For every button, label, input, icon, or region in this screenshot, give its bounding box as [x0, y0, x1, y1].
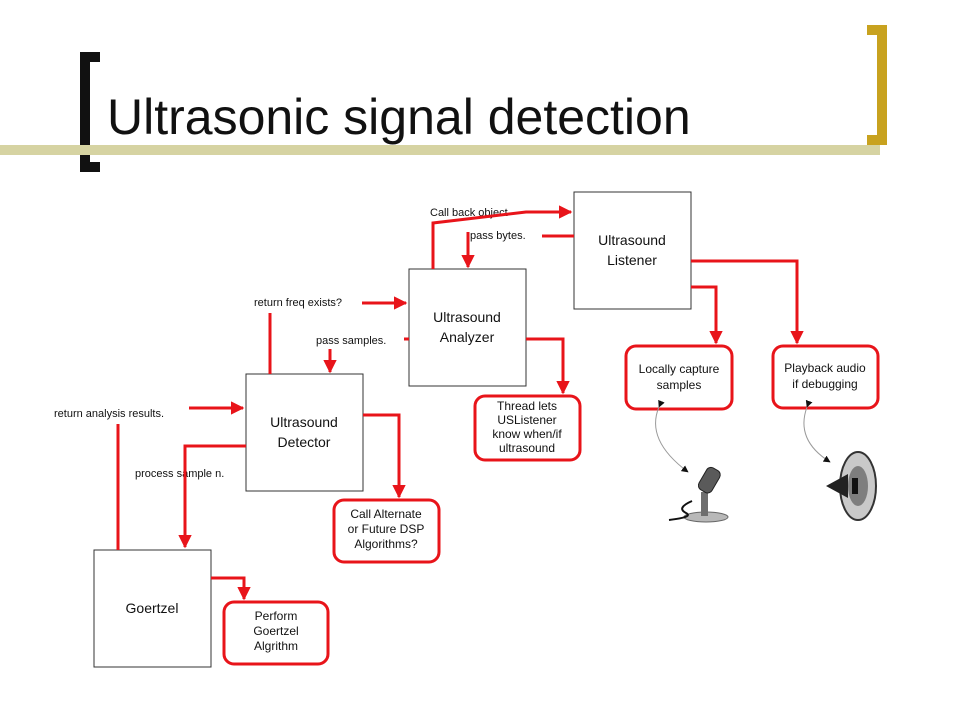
analyzer-box: Ultrasound Analyzer — [408, 268, 527, 387]
detector-box-line1: Ultrasound — [270, 414, 338, 430]
thread-note-line1: Thread lets — [497, 399, 557, 413]
dsp-note-line1: Call Alternate — [350, 507, 422, 521]
capture-mic-connector — [655, 399, 689, 473]
return-freq-arrow — [268, 303, 406, 374]
perform-note-line2: Goertzel — [253, 624, 298, 638]
title-bracket-right — [867, 25, 887, 145]
listener-box-line1: Ultrasound — [598, 232, 666, 248]
perform-note-line3: Algrithm — [254, 639, 298, 653]
title-bracket-left — [80, 52, 100, 172]
thread-note-line2: USListener — [497, 413, 556, 427]
title-rule — [0, 145, 880, 155]
thread-note-line3: know when/if — [492, 427, 562, 441]
dsp-note-line2: or Future DSP — [348, 522, 425, 536]
process-sample-label: process sample n. — [135, 468, 224, 480]
capture-note: Locally capture samples — [624, 344, 734, 411]
playback-note-line1: Playback audio — [784, 361, 866, 375]
detector-box-line2: Detector — [278, 434, 331, 450]
listener-box: Ultrasound Listener — [573, 191, 692, 310]
slide-title: Ultrasonic signal detection — [107, 89, 691, 145]
callback-label: Call back object — [430, 207, 508, 219]
goertzel-box: Goertzel — [93, 549, 212, 668]
capture-note-line1: Locally capture — [639, 362, 720, 376]
goertzel-to-perform-arrow — [211, 576, 251, 601]
listener-box-line2: Listener — [607, 252, 657, 268]
dsp-note-line3: Algorithms? — [354, 537, 418, 551]
playback-speaker-connector — [803, 399, 831, 463]
perform-note-line1: Perform — [255, 609, 298, 623]
analyzer-box-line2: Analyzer — [440, 329, 495, 345]
return-analysis-arrow — [116, 408, 243, 550]
detector-box: Ultrasound Detector — [245, 373, 364, 492]
analyzer-box-line1: Ultrasound — [433, 309, 501, 325]
perform-note: Perform Goertzel Algrithm — [222, 600, 330, 666]
dsp-note: Call Alternate or Future DSP Algorithms? — [332, 498, 441, 564]
capture-note-line2: samples — [657, 378, 702, 392]
listener-to-capture-arrow — [691, 285, 723, 345]
microphone-icon — [668, 466, 729, 523]
process-sample-arrow — [185, 444, 246, 547]
speaker-icon — [826, 451, 877, 521]
pass-bytes-label: pass bytes. — [470, 230, 526, 242]
goertzel-box-label: Goertzel — [126, 600, 179, 616]
pass-samples-label: pass samples. — [316, 335, 386, 347]
listener-to-playback-arrow — [691, 259, 804, 345]
thread-note-line4: ultrasound — [499, 441, 555, 455]
playback-note-line2: if debugging — [792, 377, 857, 391]
return-freq-label: return freq exists? — [254, 297, 342, 309]
pass-samples-arrow — [330, 337, 409, 372]
pass-bytes-arrow — [468, 232, 574, 267]
thread-note: Thread lets USListener know when/if ultr… — [473, 394, 582, 462]
return-analysis-label: return analysis results. — [54, 408, 164, 420]
detector-to-dsp-arrow — [363, 413, 406, 499]
analyzer-to-thread-arrow — [526, 337, 570, 395]
playback-note: Playback audio if debugging — [771, 344, 880, 410]
